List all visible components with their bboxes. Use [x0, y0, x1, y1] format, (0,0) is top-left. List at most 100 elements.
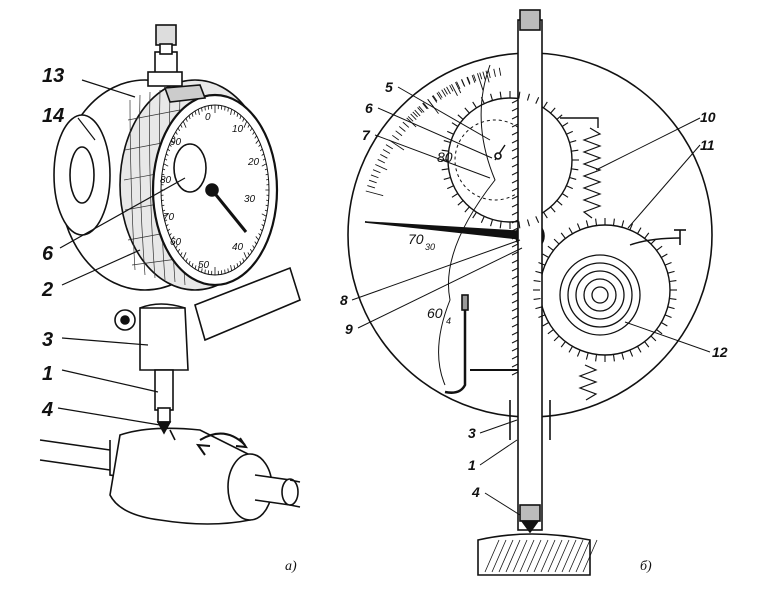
tick-mark [493, 68, 496, 77]
tick-mark [259, 228, 263, 232]
tick-mark [230, 109, 233, 115]
tick-mark [664, 314, 672, 319]
tick-mark [191, 263, 194, 268]
tick-mark [175, 131, 178, 135]
tick-mark [554, 539, 570, 573]
tick-mark [380, 154, 388, 159]
callout-3b: 3 [468, 425, 476, 441]
tick-mark [161, 199, 164, 202]
tick-mark [467, 76, 471, 84]
callout-12: 12 [712, 344, 728, 360]
tick-mark [447, 130, 454, 135]
dial-a-number: 50 [198, 260, 210, 271]
tick-mark [227, 268, 229, 273]
tick-mark [487, 70, 491, 79]
tick-mark [566, 130, 573, 135]
tick-mark [491, 539, 507, 573]
callout-4b: 4 [471, 484, 480, 500]
cutaway-line [438, 64, 496, 386]
dial-a-number: 0 [205, 112, 211, 123]
tick-mark [566, 185, 573, 190]
tick-mark [167, 148, 171, 152]
tick-mark [443, 88, 448, 95]
tick-mark [451, 193, 459, 198]
tick-mark [511, 171, 519, 176]
dial-a-number: 30 [244, 194, 256, 205]
tick-mark [247, 252, 250, 256]
tick-mark [568, 346, 573, 353]
tick-mark [456, 81, 461, 90]
tick-mark [612, 354, 615, 362]
tick-mark [368, 179, 377, 184]
tension-spring [582, 127, 602, 219]
tick-mark [252, 245, 255, 249]
callout-3a: 3 [42, 329, 53, 351]
tick-mark [266, 199, 269, 202]
tick-mark [242, 118, 245, 122]
tick-mark [173, 241, 176, 245]
tick-mark [511, 163, 519, 168]
tick-mark [526, 539, 542, 573]
tick-mark [182, 252, 187, 259]
tick-mark [547, 539, 563, 573]
dial-a-ticks [161, 105, 269, 275]
tick-mark [161, 204, 165, 207]
dial-b-number: 80 [437, 149, 453, 165]
tick-mark [261, 213, 267, 217]
tick-mark [484, 539, 500, 573]
tick-mark [163, 213, 169, 217]
tick-mark [398, 126, 406, 132]
tick-mark [261, 163, 267, 167]
dial-a-number: 40 [232, 242, 244, 253]
callout-6b: 6 [365, 100, 373, 116]
tick-mark [490, 93, 494, 101]
hairspring [559, 254, 641, 336]
tick-mark [464, 206, 470, 213]
tick-mark [167, 228, 171, 232]
tick-mark [511, 203, 519, 208]
caption-a: а) [285, 559, 297, 574]
tick-mark [485, 70, 490, 83]
tick-mark [511, 347, 519, 352]
tick-mark [553, 238, 560, 245]
shaft-workpiece [39, 427, 301, 525]
tick-mark [669, 297, 677, 300]
tick-mark [258, 144, 261, 147]
callout-6a: 6 [42, 243, 54, 265]
dial-b-ticks [365, 67, 502, 197]
tick-mark [266, 178, 269, 181]
tick-mark [449, 84, 454, 92]
dial-a-number: 70 [163, 212, 175, 223]
tick-mark [482, 71, 486, 80]
tick-mark [547, 329, 554, 335]
dial-b-number: 60 [427, 305, 443, 321]
tick-mark [242, 258, 245, 262]
tick-mark [164, 219, 168, 222]
tick-mark [395, 130, 403, 137]
tick-mark [526, 93, 530, 101]
tick-mark [542, 322, 549, 327]
caption-b: б) [640, 559, 652, 574]
tick-mark [432, 95, 438, 102]
tick-mark [455, 82, 462, 94]
tick-mark [571, 149, 579, 152]
tick-mark [441, 168, 449, 171]
tick-mark [511, 307, 519, 312]
callout-14: 14 [42, 105, 64, 127]
callout-7: 7 [362, 127, 371, 143]
tick-mark [582, 539, 598, 573]
tick-mark [385, 144, 394, 150]
tick-mark [511, 339, 519, 344]
tick-mark [629, 349, 634, 357]
tick-mark [511, 331, 519, 336]
tick-mark [526, 219, 530, 227]
tick-mark [262, 219, 266, 222]
tick-mark [264, 168, 268, 171]
tick-mark [664, 261, 672, 266]
dial-a-number: 90 [170, 137, 182, 148]
tick-mark [499, 91, 502, 99]
tick-mark [451, 122, 459, 127]
tick-mark [180, 252, 183, 256]
dial-a-number: 80 [160, 175, 172, 186]
